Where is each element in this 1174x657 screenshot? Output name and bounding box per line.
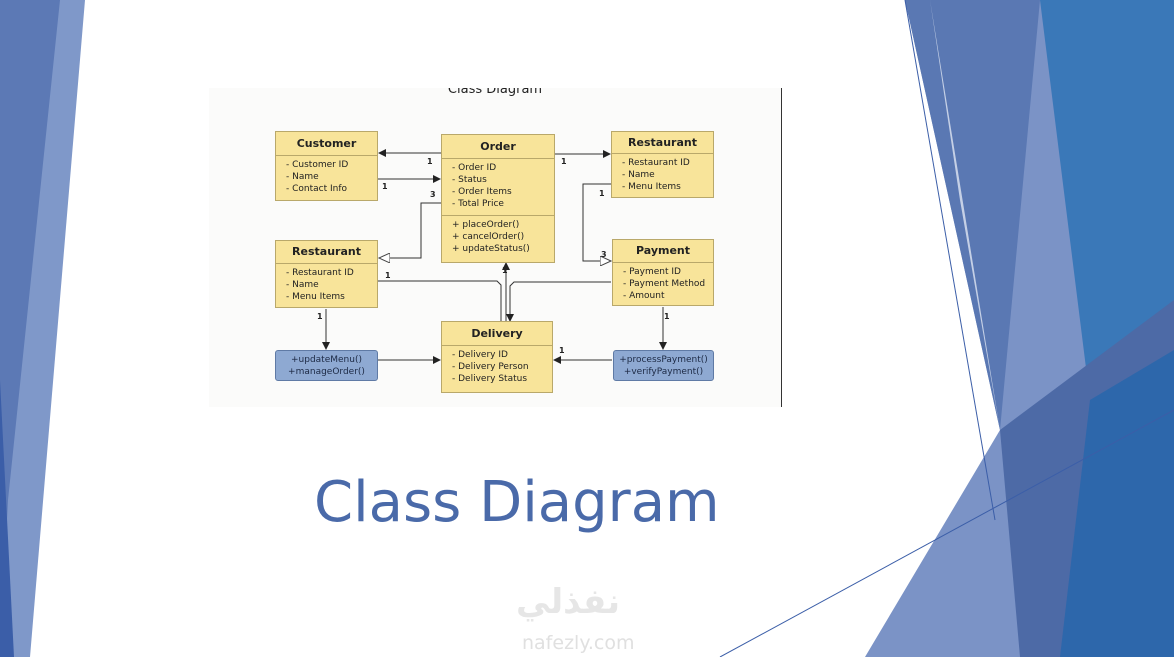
- attribute: - Restaurant ID: [286, 268, 354, 278]
- class-name: Payment: [613, 240, 713, 263]
- attribute: - Amount: [623, 291, 665, 301]
- class-name: Restaurant: [612, 132, 713, 154]
- attribute: - Payment Method: [623, 279, 706, 289]
- class-name: Order: [442, 135, 554, 159]
- restaurant-methods-box: +updateMenu() +manageOrder(): [275, 350, 378, 381]
- multiplicity: 3: [601, 250, 607, 259]
- attribute: - Delivery Status: [452, 374, 528, 384]
- class-restaurant-top: Restaurant - Restaurant ID - Name - Menu…: [611, 131, 714, 198]
- class-name: Customer: [276, 132, 377, 156]
- class-delivery: Delivery - Delivery ID - Delivery Person…: [441, 321, 553, 393]
- attribute: - Menu Items: [286, 292, 345, 302]
- method: +updateMenu(): [291, 355, 362, 365]
- multiplicity: 1: [561, 157, 567, 166]
- multiplicity: 1: [502, 266, 508, 275]
- class-name: Restaurant: [276, 241, 377, 264]
- method: + updateStatus(): [452, 244, 530, 254]
- slide-title: Class Diagram: [314, 470, 720, 535]
- attribute: - Contact Info: [286, 184, 348, 194]
- method: +manageOrder(): [288, 367, 365, 377]
- method: + placeOrder(): [452, 220, 520, 230]
- watermark-arabic: نفذلي: [516, 582, 621, 622]
- multiplicity: 1: [664, 312, 670, 321]
- class-restaurant-left: Restaurant - Restaurant ID - Name - Menu…: [275, 240, 378, 308]
- multiplicity: 3: [430, 190, 436, 199]
- attribute: - Name: [622, 170, 655, 180]
- class-diagram-image: Class Diagram Customer - Customer ID - N…: [209, 88, 782, 407]
- multiplicity: 1: [559, 346, 565, 355]
- payment-methods-box: +processPayment() +verifyPayment(): [613, 350, 714, 381]
- class-payment: Payment - Payment ID - Payment Method - …: [612, 239, 714, 306]
- attribute: - Status: [452, 175, 487, 185]
- multiplicity: 1: [427, 157, 433, 166]
- attribute: - Restaurant ID: [622, 158, 690, 168]
- multiplicity: 1: [599, 189, 605, 198]
- attribute: - Order ID: [452, 163, 497, 173]
- attribute: - Customer ID: [286, 160, 349, 170]
- watermark-url: nafezly.com: [522, 632, 635, 654]
- attribute: - Name: [286, 172, 319, 182]
- attribute: - Delivery ID: [452, 350, 508, 360]
- multiplicity: 1: [317, 312, 323, 321]
- attribute: - Name: [286, 280, 319, 290]
- diagram-title: Class Diagram: [447, 88, 543, 97]
- attribute: - Menu Items: [622, 182, 681, 192]
- class-customer: Customer - Customer ID - Name - Contact …: [275, 131, 378, 201]
- method: + cancelOrder(): [452, 232, 525, 242]
- multiplicity: 1: [382, 182, 388, 191]
- method: +processPayment(): [619, 355, 708, 365]
- attribute: - Order Items: [452, 187, 512, 197]
- class-name: Delivery: [442, 322, 552, 346]
- method: +verifyPayment(): [623, 367, 704, 377]
- attribute: - Total Price: [452, 199, 504, 209]
- attribute: - Payment ID: [623, 267, 681, 277]
- association-lines: [322, 149, 667, 364]
- class-order: Order - Order ID - Status - Order Items …: [441, 134, 555, 263]
- attribute: - Delivery Person: [452, 362, 529, 372]
- multiplicity: 1: [385, 271, 391, 280]
